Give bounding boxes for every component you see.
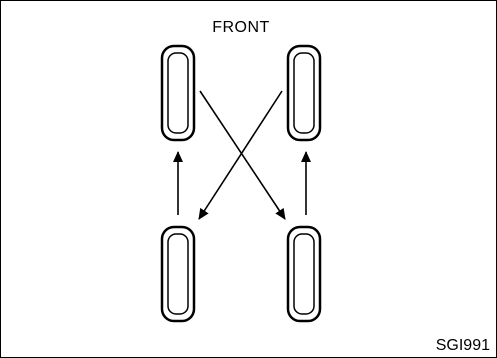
- rear-left-tire: [160, 225, 196, 323]
- front-right-tire: [286, 44, 322, 142]
- rear-right-tire: [286, 225, 322, 323]
- arrow-front-left-to-rear-right: [199, 90, 286, 220]
- front-left-tire: [160, 44, 196, 142]
- arrow-front-right-to-rear-left: [198, 90, 283, 220]
- front-label: FRONT: [212, 19, 270, 36]
- figure-code: SGI991: [435, 337, 490, 354]
